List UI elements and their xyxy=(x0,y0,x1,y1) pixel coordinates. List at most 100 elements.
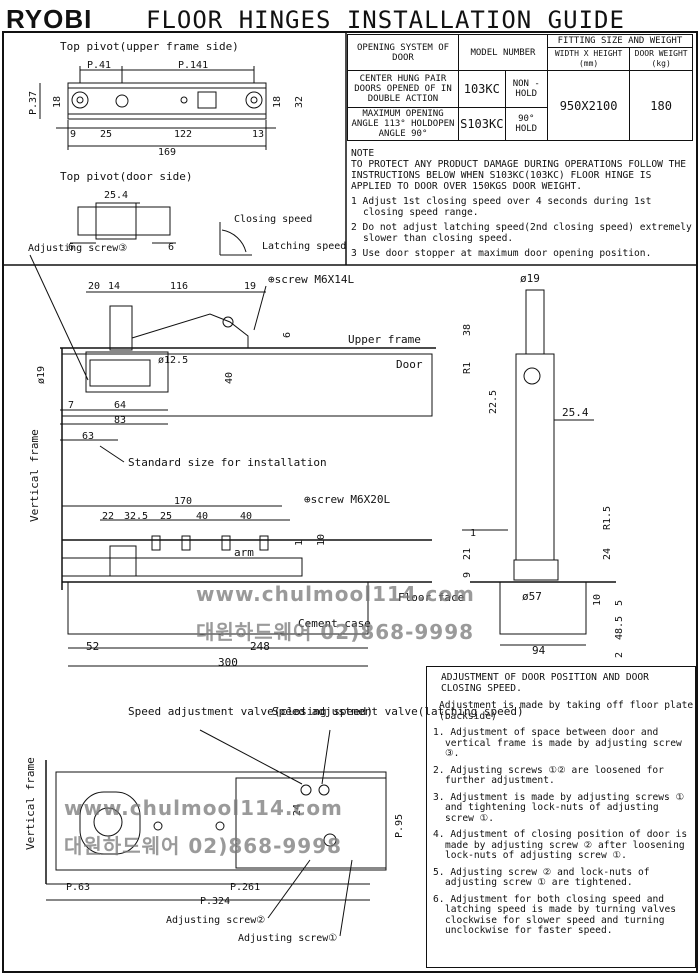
side-dim-94: 94 xyxy=(532,644,546,657)
adjustment-step-4: 4. Adjustment of closing position of doo… xyxy=(433,829,688,861)
adjustment-step-5: 5. Adjusting screw ② and lock-nuts of ad… xyxy=(433,866,650,888)
notes-heading: NOTE xyxy=(351,148,375,159)
pivot-hole-left xyxy=(71,91,89,109)
dim-40: 40 xyxy=(224,372,235,384)
label-closing-speed: Closing speed xyxy=(234,214,312,225)
speed-arc-icon xyxy=(219,222,252,256)
side-door-section xyxy=(515,353,555,561)
pivot-hole-right xyxy=(245,91,263,109)
spindle-block xyxy=(109,545,137,577)
side-dim-r1: R1 xyxy=(462,362,473,374)
label-latching-speed: Latching speed xyxy=(262,241,346,252)
dim-p141: P.141 xyxy=(178,60,208,71)
plan-hydraulic-body xyxy=(235,777,387,869)
notes-item-1: 1 Adjust 1st closing speed over 4 second… xyxy=(351,196,652,218)
spec-table: OPENING SYSTEM OF DOOR MODEL NUMBER FITT… xyxy=(347,34,694,141)
adjustment-box: ADJUSTMENT OF DOOR POSITION AND DOOR CLO… xyxy=(426,666,696,968)
label-plan-vertical-frame: Vertical frame xyxy=(24,757,37,850)
side-dim-phi57: ø57 xyxy=(522,590,542,603)
dim-25-4: 25.4 xyxy=(104,190,128,201)
label-door: Door xyxy=(396,358,423,371)
label-adjusting-screw-3: Adjusting screw③ xyxy=(28,243,127,254)
dim-248: 248 xyxy=(250,640,270,653)
pivot-plate-inner xyxy=(67,87,267,115)
pivot-spindle xyxy=(115,94,129,108)
watermark-site-1: www.chulmool114.com xyxy=(196,582,475,606)
dim-116: 116 xyxy=(170,281,188,292)
spec-weight: 180 xyxy=(629,70,693,141)
dim-25: 25 xyxy=(100,129,112,140)
dim-6: 6 xyxy=(282,332,293,338)
top-pivot-upper-view: Top pivot(upper frame side) P.41 P.141 P… xyxy=(28,40,305,158)
side-dim-5: 5 xyxy=(614,600,625,606)
pivot-post xyxy=(109,305,133,351)
front-elevation: Adjusting screw③ 20 14 116 19 ⊕screw M6X… xyxy=(28,243,464,669)
dim-25b: 25 xyxy=(160,511,172,522)
side-dim-9: 9 xyxy=(462,572,473,578)
label-screw-m6x14l: ⊕screw M6X14L xyxy=(268,273,354,286)
spec-row2-desc: MAXIMUM OPENING ANGLE 113° HOLDOPEN ANGL… xyxy=(347,107,459,141)
spec-row1-model: 103KC xyxy=(458,70,506,108)
label-screw-m6x20l: ⊕screw M6X20L xyxy=(304,493,390,506)
dim-phi12-5: ø12.5 xyxy=(158,355,188,366)
label-valve-closing-1: Speed adjustment valve(closing speed) xyxy=(128,705,373,718)
watermark-site-2: www.chulmool114.com xyxy=(64,796,343,820)
side-dim-phi19: ø19 xyxy=(520,272,540,285)
label-cement-case: Cement case xyxy=(298,617,371,630)
label-arm: arm xyxy=(234,546,254,559)
plan-dim-p324: P.324 xyxy=(200,896,230,907)
brand-logo: RYOBI xyxy=(6,4,93,34)
side-dim-r1-5: R1.5 xyxy=(602,506,613,530)
door-pivot-bracket xyxy=(85,351,169,393)
plan-dim-p261: P.261 xyxy=(230,882,260,893)
spec-size: 950X2100 xyxy=(546,70,631,141)
dim-40a: 40 xyxy=(196,511,208,522)
side-spindle xyxy=(525,289,545,355)
dim-1-front: 1 xyxy=(294,540,305,546)
dim-p41: P.41 xyxy=(87,60,111,71)
dim-13: 13 xyxy=(252,129,264,140)
notes-item-2: 2 Do not adjust latching speed(2nd closi… xyxy=(351,222,692,244)
dim-169: 169 xyxy=(158,147,176,158)
side-dim-1: 1 xyxy=(470,528,476,539)
side-case xyxy=(499,581,587,635)
door-pivot-body xyxy=(77,206,171,236)
adjustment-step-6: 6. Adjustment for both closing speed and… xyxy=(433,893,677,936)
side-dim-24: 24 xyxy=(602,548,613,560)
watermark-company-1: 대원하드웨어 02)868-9998 xyxy=(196,620,475,644)
top-pivot-door-title: Top pivot(door side) xyxy=(60,170,192,183)
spec-header-model: MODEL NUMBER xyxy=(458,34,548,71)
dim-300: 300 xyxy=(218,656,238,669)
label-floor-face: Floor face xyxy=(398,591,464,604)
side-dim-10: 10 xyxy=(592,594,603,606)
plan-dim-p63: P.63 xyxy=(66,882,90,893)
dim-83: 83 xyxy=(114,415,126,426)
dim-phi19: ø19 xyxy=(36,366,47,384)
side-dim-48-5: 48.5 xyxy=(614,616,625,640)
spec-row2-hold: 90° HOLD xyxy=(504,107,548,141)
adjustment-subtitle: Adjustment is made by taking off floor p… xyxy=(439,700,694,722)
page-title: FLOOR HINGES INSTALLATION GUIDE xyxy=(146,6,625,34)
spec-header-opening: OPENING SYSTEM OF DOOR xyxy=(347,34,459,71)
notes-paragraph: TO PROTECT ANY PRODUCT DAMAGE DURING OPE… xyxy=(351,159,687,192)
spec-row1-hold: NON -HOLD xyxy=(504,70,548,108)
adjustment-step-1: 1. Adjustment of space between door and … xyxy=(433,727,682,759)
spec-row1-desc: CENTER HUNG PAIR DOORS OPENED OF IN DOUB… xyxy=(347,70,459,108)
spec-header-width-height: WIDTH X HEIGHT (mm) xyxy=(546,47,631,71)
pivot-block xyxy=(197,91,217,109)
top-pivot-door-view: Top pivot(door side) 25.4 6 6 Closing sp… xyxy=(60,170,346,256)
arm-screws xyxy=(151,535,269,551)
dim-10-front: 10 xyxy=(316,534,327,546)
watermark-company-2: 대원하드웨어 02)868-9998 xyxy=(64,834,343,858)
plan-spindle-area xyxy=(79,791,141,855)
dim-19: 19 xyxy=(244,281,256,292)
notes-item-3: 3 Use door stopper at maximum door openi… xyxy=(351,248,652,259)
page-header: RYOBI FLOOR HINGES INSTALLATION GUIDE xyxy=(0,0,700,34)
dim-52: 52 xyxy=(86,640,99,653)
dim-14: 14 xyxy=(108,281,120,292)
valve-closing-icon xyxy=(300,784,312,796)
top-arm xyxy=(131,313,249,348)
side-dim-38: 38 xyxy=(462,324,473,336)
dim-63: 63 xyxy=(82,431,94,442)
